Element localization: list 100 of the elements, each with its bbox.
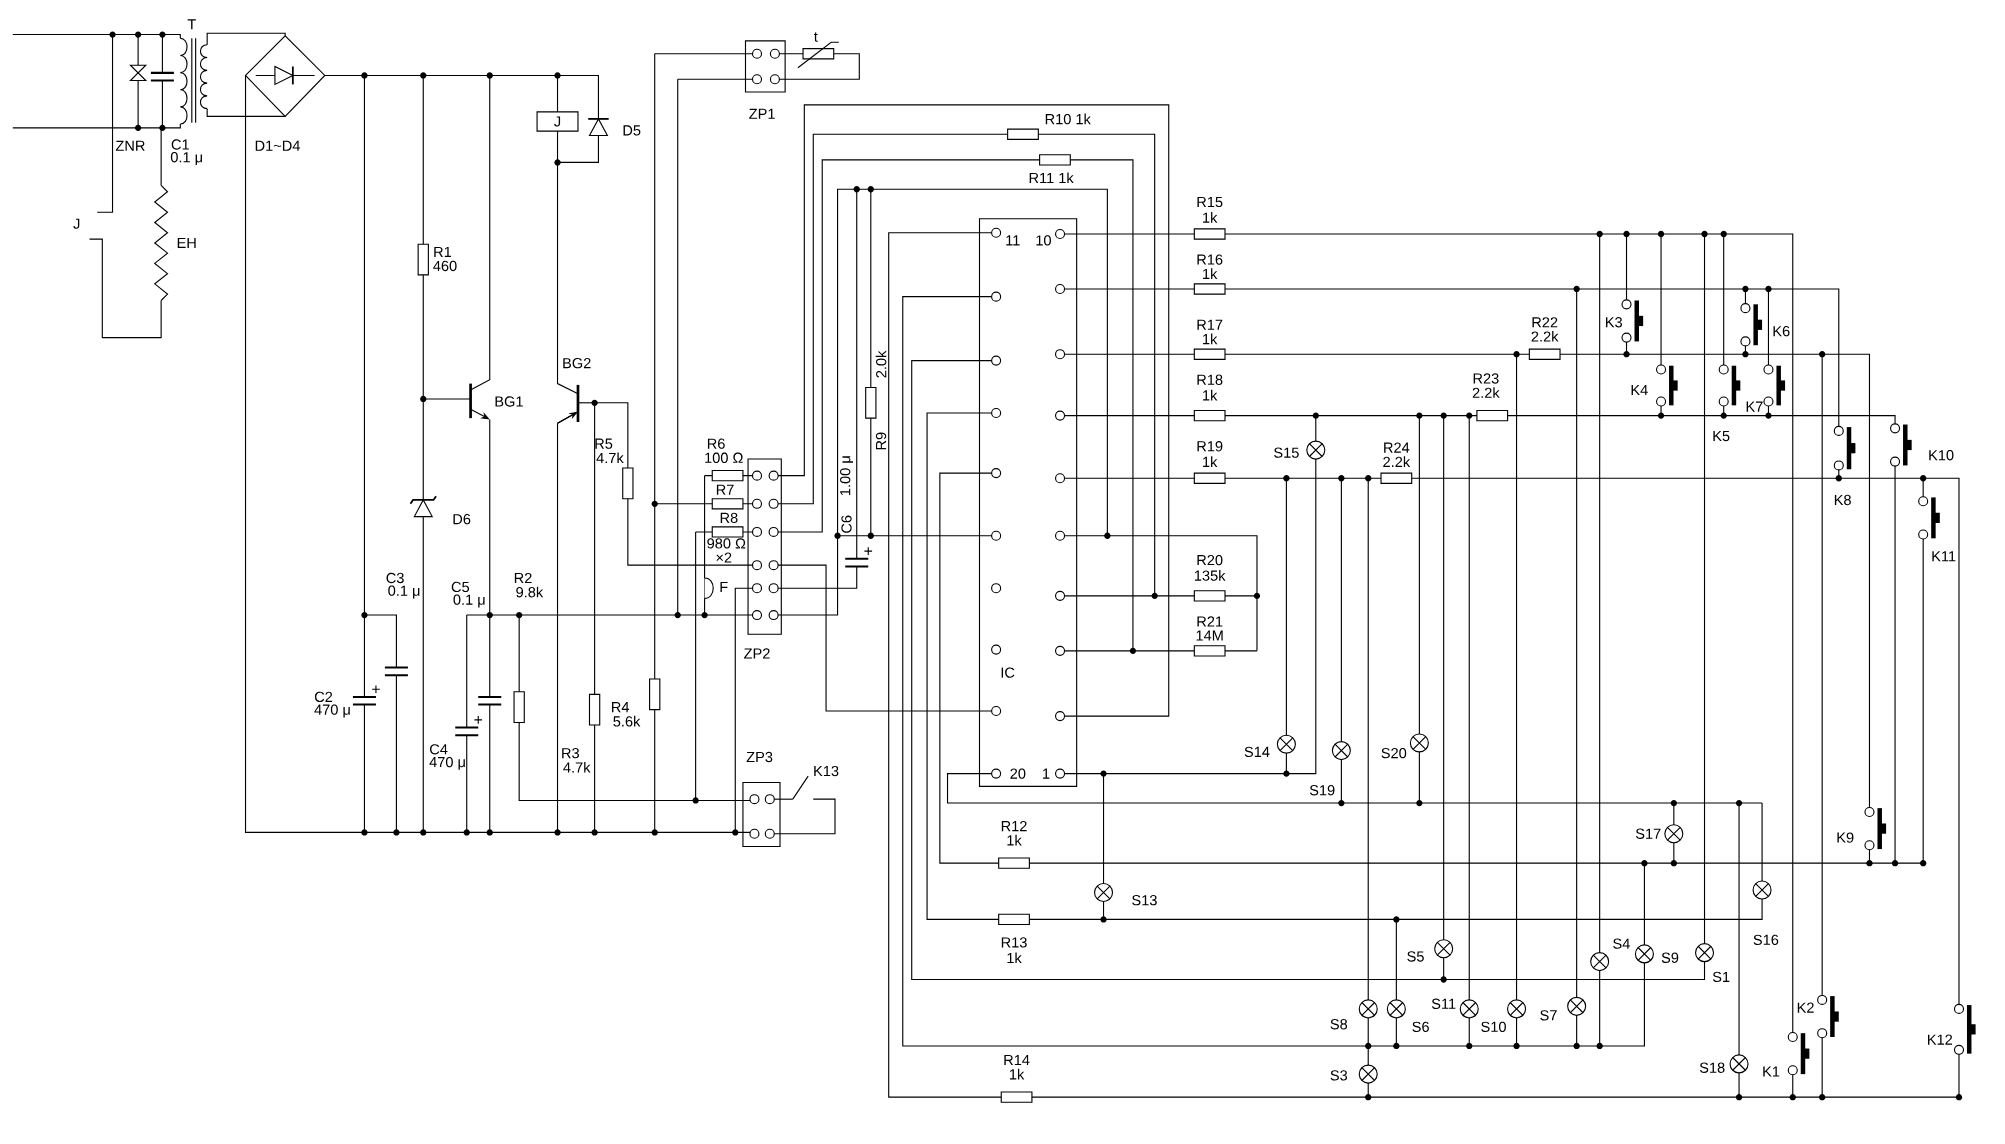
component-label: 9.8k	[516, 586, 544, 598]
component-label: S6	[1412, 1021, 1429, 1032]
component-label: ZP1	[749, 108, 775, 119]
component-label: S8	[1330, 1018, 1348, 1030]
component-label: 460	[433, 260, 457, 271]
component-label: R23	[1473, 373, 1499, 384]
component-label: R1	[434, 246, 452, 257]
component-label: D5	[623, 125, 641, 136]
component-label: R21	[1197, 616, 1223, 627]
component-label: R13	[1001, 937, 1027, 948]
component-label: 470 μ	[314, 704, 350, 718]
component-label: 4.7k	[563, 761, 591, 773]
ic-chip: 11 10 20 1 IC	[978, 217, 1078, 787]
component-label: D1~D4	[255, 140, 300, 151]
component-label: R15	[1197, 196, 1223, 207]
component-label: S16	[1753, 934, 1779, 945]
component-label: S1	[1712, 971, 1730, 982]
component-label: 2.0k	[875, 350, 887, 378]
component-label: 2.2k	[1531, 330, 1559, 342]
component-label: 135k	[1194, 569, 1226, 581]
component-label: 1k	[1007, 952, 1022, 963]
component-label: ZNR	[115, 140, 145, 151]
component-label: 1k	[1203, 211, 1218, 223]
component-label: K2	[1797, 1002, 1814, 1013]
component-label: C4	[430, 743, 448, 755]
component-label: R5	[595, 438, 613, 449]
component-label: R4	[612, 701, 630, 712]
component-label: K8	[1834, 494, 1851, 505]
component-label: 470 μ	[429, 756, 465, 770]
component-label: C5	[451, 581, 470, 592]
component-label: K3	[1606, 316, 1622, 328]
component-label: R8	[720, 512, 738, 523]
component-label: S20	[1381, 747, 1407, 759]
component-label: 0.1 μ	[453, 594, 485, 608]
component-label: K7	[1746, 401, 1763, 412]
component-label: S10	[1481, 1021, 1506, 1032]
relay-coil: J	[536, 111, 579, 132]
component-label: 14M	[1196, 630, 1223, 641]
component-label: t	[814, 32, 818, 42]
component-label: 5.6k	[613, 715, 641, 727]
component-label: BG1	[495, 396, 523, 407]
component-label: R20	[1197, 554, 1223, 566]
component-label: D6	[453, 513, 471, 525]
component-label: R10 1k	[1045, 113, 1091, 125]
component-label: S3	[1330, 1070, 1348, 1081]
component-label: 2.2k	[1472, 387, 1500, 398]
component-label: ZP2	[744, 648, 770, 659]
component-label: S18	[1699, 1062, 1725, 1073]
component-label: K11	[1932, 551, 1956, 562]
component-label: F	[720, 581, 728, 592]
component-label: S14	[1244, 746, 1270, 757]
component-label: 1k	[1203, 389, 1218, 401]
component-label: J	[73, 218, 80, 229]
component-label: S19	[1309, 784, 1335, 796]
component-label: S13	[1132, 894, 1157, 906]
component-label: K5	[1713, 430, 1730, 441]
component-label: K6	[1773, 325, 1790, 337]
component-label: R2	[514, 572, 532, 583]
component-label: K13	[814, 765, 839, 776]
component-label: BG2	[563, 357, 591, 369]
component-label: 2.2k	[1383, 456, 1411, 467]
component-label: C1	[171, 139, 189, 150]
component-label: R16	[1197, 254, 1223, 265]
component-label: S9	[1661, 952, 1679, 963]
component-label: R18	[1197, 374, 1223, 385]
component-label: C6	[841, 515, 852, 533]
component-label: S17	[1635, 828, 1661, 839]
component-label: R12	[1001, 820, 1027, 831]
component-label: R22	[1532, 316, 1558, 328]
component-label: C3	[386, 572, 404, 583]
component-label: S4	[1613, 938, 1630, 949]
component-label: C2	[314, 691, 333, 702]
component-label: 0.1 μ	[388, 585, 420, 599]
component-label: S5	[1407, 951, 1424, 962]
component-label: R3	[562, 747, 579, 759]
component-label: R7	[716, 484, 734, 495]
component-label: EH	[177, 237, 196, 248]
component-label: R6	[707, 438, 725, 449]
component-label: R9	[875, 432, 887, 450]
component-label: K4	[1631, 384, 1648, 395]
component-label: K9	[1837, 832, 1854, 843]
component-label: K12	[1928, 1034, 1953, 1045]
component-label: 1k	[1010, 1068, 1025, 1080]
component-label: R11 1k	[1029, 172, 1074, 183]
component-label: ×2	[716, 552, 732, 563]
component-label: T	[187, 19, 196, 30]
component-label: R24	[1384, 442, 1410, 453]
component-label: 1.00 μ	[840, 456, 853, 495]
component-label: K10	[1929, 449, 1954, 461]
component-label: 0.1 μ	[170, 151, 202, 165]
component-label: R14	[1004, 1054, 1030, 1065]
component-label: 1k	[1203, 268, 1218, 279]
component-label: ZP3	[746, 751, 773, 762]
component-label: 1k	[1007, 834, 1022, 846]
component-label: 980 Ω	[707, 538, 746, 549]
component-label: 1k	[1203, 333, 1218, 344]
component-label: R17	[1197, 319, 1223, 330]
component-label: S7	[1540, 1009, 1557, 1021]
component-label: S11	[1431, 998, 1456, 1009]
component-label: 4.7k	[596, 452, 624, 463]
